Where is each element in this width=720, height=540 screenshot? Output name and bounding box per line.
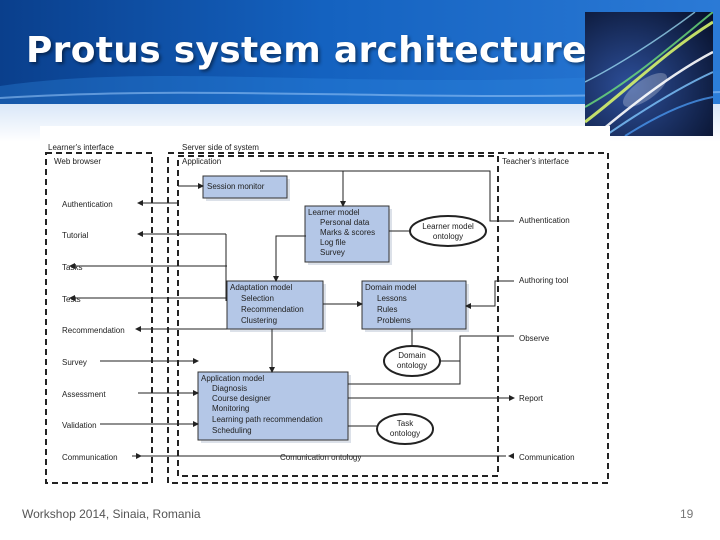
adaptation-model-box	[226, 280, 324, 330]
domain-model-title: Domain model	[365, 283, 417, 292]
teacher-item-authoring-tool: Authoring tool	[519, 276, 569, 285]
application-model-item: Course designer	[212, 394, 271, 403]
connector-learner-adaptation	[273, 235, 306, 282]
task-ontology-label: ontology	[390, 429, 420, 438]
domain-ontology-label: ontology	[397, 361, 427, 370]
learner-model-box	[304, 205, 390, 263]
learner-interface-region	[45, 152, 153, 484]
learner-model-item: Survey	[320, 248, 345, 257]
learner-item-tutorial: Tutorial	[62, 231, 89, 240]
learner-item-recommendation: Recommendation	[62, 326, 125, 335]
domain-model-item: Rules	[377, 305, 397, 314]
web-browser-label: Web browser	[54, 157, 101, 166]
connector-lines	[69, 170, 515, 459]
application-model-item: Diagnosis	[212, 384, 247, 393]
footer-text: Workshop 2014, Sinaia, Romania	[22, 507, 201, 521]
domain-model-box	[361, 280, 467, 330]
application-model-item: Learning path recommendation	[212, 415, 323, 424]
learner-item-validation: Validation	[62, 421, 97, 430]
connector-authoring-domain	[465, 280, 514, 309]
learner-interface-label: Learner's interface	[48, 143, 115, 152]
learner-item-tests: Tests	[62, 295, 81, 304]
learner-model-item: Personal data	[320, 218, 370, 227]
teacher-interface-label: Teacher's interface	[502, 157, 569, 166]
server-side-region	[167, 152, 609, 484]
adaptation-model-title: Adaptation model	[230, 283, 292, 292]
communication-ontology-label: Comunication ontology	[280, 453, 361, 462]
application-model-item: Scheduling	[212, 426, 252, 435]
learner-model-ontology-label: ontology	[433, 232, 463, 241]
adaptation-model-item: Clustering	[241, 316, 277, 325]
learner-item-communication: Communication	[62, 453, 118, 462]
architecture-diagram: Learner's interface Web browser Server s…	[40, 126, 610, 489]
architecture-diagram-svg: Learner's interface Web browser Server s…	[45, 143, 609, 484]
adaptation-model-item: Selection	[241, 294, 274, 303]
learner-model-item: Marks & scores	[320, 228, 375, 237]
page-number: 19	[680, 507, 694, 521]
domain-model-item: Problems	[377, 316, 411, 325]
server-side-label: Server side of system	[182, 143, 259, 152]
learner-item-assessment: Assessment	[62, 390, 106, 399]
task-ontology-label: Task	[397, 419, 414, 428]
application-model-title: Application model	[201, 374, 264, 383]
light-streak-image	[585, 12, 713, 136]
connector-teacher-authentication	[260, 170, 514, 222]
task-ontology-ellipse	[376, 413, 434, 445]
learner-model-title: Learner model	[308, 208, 360, 217]
application-model-box	[197, 371, 349, 441]
session-monitor-label: Session monitor	[207, 182, 265, 191]
learner-model-ontology-label: Learner model	[422, 222, 474, 231]
connector-application-observe	[348, 361, 461, 385]
teacher-item-observe: Observe	[519, 334, 550, 343]
domain-ontology-label: Domain	[398, 351, 426, 360]
teacher-item-authentication: Authentication	[519, 216, 570, 225]
application-model-item: Monitoring	[212, 404, 249, 413]
domain-model-item: Lessons	[377, 294, 407, 303]
learner-model-item: Log file	[320, 238, 346, 247]
learner-item-authentication: Authentication	[62, 200, 113, 209]
application-label: Application	[182, 157, 221, 166]
connector-observe	[440, 335, 514, 362]
application-region	[177, 155, 499, 477]
slide-title: Protus system architecture	[26, 30, 587, 71]
adaptation-model-item: Recommendation	[241, 305, 304, 314]
teacher-item-report: Report	[519, 394, 544, 403]
learner-item-tasks: Tasks	[62, 263, 82, 272]
teacher-item-communication: Communication	[519, 453, 575, 462]
learner-item-survey: Survey	[62, 358, 87, 367]
learner-model-ontology-ellipse	[409, 215, 487, 247]
